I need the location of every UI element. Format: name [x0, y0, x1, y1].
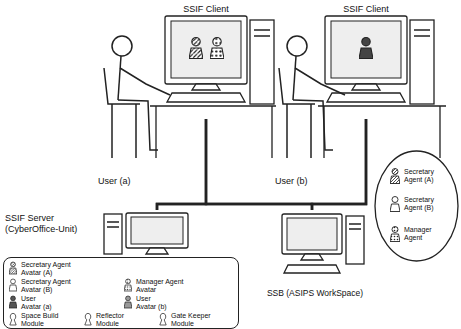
- node-label: SSIF Client: [325, 4, 407, 15]
- agent-icon: [390, 169, 400, 242]
- screen-avatar: [210, 38, 224, 59]
- workspace-ellipse: Secretary Agent (A) Secretary Agent (B) Ma…: [374, 150, 459, 262]
- user-figure: [279, 68, 315, 158]
- ssb-computer: [287, 218, 337, 250]
- node-label: Reflector Module: [96, 312, 141, 328]
- server-computer: [104, 213, 188, 254]
- node-label: Manager Agent Avatar: [136, 278, 196, 294]
- user-figure: [118, 56, 121, 100]
- client-computer: [327, 93, 405, 102]
- server-unit-box: Secretary Agent Avatar (A)Secretary Agen…: [3, 257, 239, 329]
- server-node: SSIF Server (CyberOffice-Unit): [3, 210, 195, 256]
- server-computer: [107, 222, 119, 227]
- client-node: SSIF Client: [160, 1, 280, 119]
- avatar-icon: [124, 296, 132, 308]
- user-figure: [295, 68, 345, 95]
- node-label: SSB (ASIPS WorkSpace): [262, 288, 368, 299]
- user-figure: [104, 68, 140, 158]
- ellipse-outline: [375, 151, 458, 261]
- server-computer: [126, 213, 188, 248]
- user-label: User (a): [98, 176, 131, 187]
- module-icon: [160, 313, 166, 325]
- user-figure: [112, 36, 132, 56]
- avatar-icon: [124, 279, 132, 291]
- client-computer: [352, 84, 380, 90]
- node-label: Gate Keeper Module: [171, 312, 216, 328]
- node-label: Manager Agent: [404, 226, 446, 242]
- user-figure: [118, 100, 158, 150]
- agent-icon: [390, 227, 400, 242]
- module-icon: [85, 313, 91, 325]
- network-cable: [157, 119, 206, 210]
- client-computer: [171, 21, 241, 78]
- ssb-node: SSB (ASIPS WorkSpace): [262, 210, 371, 326]
- ssb-computer: [282, 214, 342, 254]
- desk: [150, 106, 446, 158]
- client-computer: [250, 20, 274, 104]
- network-cable: [206, 119, 312, 210]
- client-computer: [331, 21, 401, 78]
- user-figure: [279, 36, 345, 158]
- ssb-computer: [284, 265, 340, 273]
- node-label: SSIF Server (CyberOffice-Unit): [5, 213, 103, 235]
- screen-avatar: [189, 38, 203, 59]
- node-label: Secretary Agent (B): [404, 196, 446, 212]
- user-figure: [293, 56, 296, 100]
- client-node: SSIF Client: [320, 1, 445, 119]
- client-computer: [410, 20, 434, 104]
- ssb-computer: [301, 254, 323, 260]
- agent-icon: [390, 197, 400, 212]
- client-computer: [167, 93, 245, 102]
- user-figure: [287, 36, 307, 56]
- client-computer: [165, 16, 274, 104]
- ssb-computer: [349, 224, 361, 229]
- server-computer: [146, 248, 168, 254]
- client-computer: [325, 16, 407, 84]
- server-computer: [104, 214, 122, 254]
- user-figure: [293, 100, 333, 150]
- node-label: SSIF Client: [165, 4, 247, 15]
- agent-icon: [390, 169, 400, 184]
- screen-avatar: [189, 38, 224, 59]
- screen-avatar: [359, 38, 373, 59]
- avatar-icon: [9, 262, 17, 274]
- node-label: Secretary Agent Avatar (A): [21, 261, 81, 277]
- avatar-icon: [9, 296, 17, 308]
- node-label: User Avatar (a): [21, 295, 55, 311]
- user-figure: [120, 68, 170, 95]
- client-computer: [254, 30, 270, 36]
- client-computer: [165, 16, 247, 84]
- module-icon: [10, 313, 16, 325]
- network-cable: [157, 119, 366, 210]
- client-computer: [325, 16, 434, 104]
- node-label: Secretary Agent (A): [404, 168, 446, 184]
- network-cable: [312, 119, 366, 210]
- node-label: User Avatar (b): [136, 295, 170, 311]
- client-computer: [414, 30, 430, 36]
- desk: [150, 106, 276, 158]
- node-label: Secretary Agent Avatar (B): [21, 278, 81, 294]
- avatar-icon: [9, 279, 17, 291]
- user-figure: [104, 36, 170, 158]
- desk: [318, 106, 446, 158]
- node-label: Space Build Module: [21, 312, 66, 328]
- ssb-computer: [346, 216, 364, 264]
- ssb-computer: [282, 214, 364, 273]
- screen-avatar: [359, 38, 373, 59]
- client-computer: [192, 84, 220, 90]
- user-label: User (b): [275, 176, 308, 187]
- server-computer: [131, 217, 183, 244]
